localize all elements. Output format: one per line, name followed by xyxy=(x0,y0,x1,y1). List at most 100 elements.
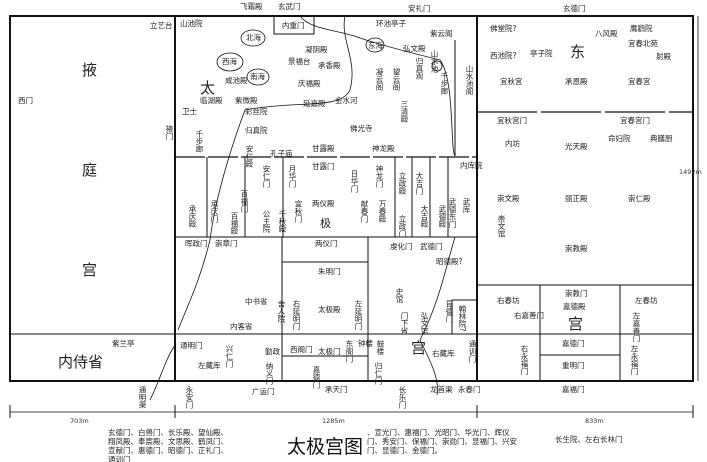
map-label: 临湖殿 xyxy=(200,96,223,105)
map-label: 史馆 xyxy=(395,288,404,303)
map-label: 佛堂院? xyxy=(490,24,517,33)
region-name: 内侍省 xyxy=(58,353,104,371)
map-label: 丽正殿 xyxy=(565,194,588,203)
map-label: 内重门 xyxy=(282,21,305,30)
map-label: 太极门 xyxy=(318,347,341,356)
map-label: 崇教门 xyxy=(565,289,588,298)
map-label: 勤政 xyxy=(265,347,280,356)
footnote-middle: 、宣光门、惠福门、光昭门、华光门、辉仪门、秀安门、保福门、崇勋门、显福门、兴安门… xyxy=(367,428,517,455)
map-label: 三清殿 xyxy=(400,100,409,123)
map-label: 昭德殿? xyxy=(436,257,463,266)
map-label: 西池院? xyxy=(490,51,517,60)
map-label: 宜春北苑 xyxy=(628,39,658,48)
map-label: 东海 xyxy=(368,41,383,50)
map-label: 内客省 xyxy=(230,322,253,331)
map-label: 右春坊 xyxy=(497,296,520,305)
map-label: 献春门 xyxy=(360,200,369,223)
map-label: 宜春宫门 xyxy=(620,116,650,125)
map-label: 南海 xyxy=(250,72,265,81)
map-label: 长乐门 xyxy=(398,386,407,409)
map-label: 安仁殿 xyxy=(245,145,254,168)
map-label: 承香殿 xyxy=(318,61,341,70)
dimension-height: 1492m xyxy=(679,168,702,176)
map-label: 承恩殿 xyxy=(565,77,588,86)
map-label: 万春殿 xyxy=(378,200,387,223)
map-label: 千步廊 xyxy=(440,72,449,95)
map-label: 武德门 xyxy=(420,242,443,251)
map-label: 典膳厨 xyxy=(650,134,673,143)
map-label: 玄德门 xyxy=(563,4,586,13)
map-label: 嘉德殿 xyxy=(563,302,586,311)
map-label: 永春门 xyxy=(458,385,481,394)
map-label: 千步廊 xyxy=(195,130,204,153)
map-label: 崇文殿 xyxy=(497,194,520,203)
map-label: 永安门 xyxy=(185,386,194,409)
map-label: 嘉德门 xyxy=(312,366,321,389)
region-name: 庭 xyxy=(82,161,98,179)
region-name: 太 xyxy=(200,79,216,97)
map-label: 大吉殿 xyxy=(420,205,429,228)
map-label: 命妇院 xyxy=(608,134,631,143)
map-label: 宜春宫 xyxy=(628,77,651,86)
map-label: 翰林院? xyxy=(458,305,467,332)
map-label: 掖门 xyxy=(165,125,174,140)
map-label: 通明门 xyxy=(180,341,203,350)
map-label: 左永福门 xyxy=(630,345,639,375)
map-label: 紫微殿 xyxy=(235,96,258,105)
map-label: 环池亭子 xyxy=(376,19,406,28)
map-label: 重明门 xyxy=(562,361,585,370)
map-label: 凝云阁 xyxy=(375,68,384,91)
region-name: 宫 xyxy=(411,339,427,357)
map-label: 通明渠 xyxy=(138,386,147,409)
map-label: 左藏库 xyxy=(198,361,221,370)
map-label: 两仪殿 xyxy=(312,199,335,208)
map-label: 晖政门 xyxy=(185,239,208,248)
map-label: 内坊 xyxy=(505,139,520,148)
map-label: 门下省 xyxy=(400,312,409,335)
map-label: 钟楼 xyxy=(358,339,373,348)
map-label: 武德东门 xyxy=(448,198,457,228)
map-label: 甘露门 xyxy=(312,162,335,171)
footnote-left: 玄德门、白兽门、长乐殿、望仙殿、翔凤殿、奉宸殿、文思殿、鹤凤门、宣献门、惠德门、… xyxy=(108,428,228,462)
map-label: 崇章门 xyxy=(215,239,238,248)
map-label: 鹰鹞院 xyxy=(630,24,653,33)
map-label: 兴仁门 xyxy=(225,345,234,368)
map-label: 卫士 xyxy=(182,107,197,116)
map-label: 武库 xyxy=(462,198,471,213)
dimension-middle: 1285m xyxy=(322,417,345,425)
map-label: 月华门 xyxy=(288,165,297,188)
map-label: 日华门 xyxy=(350,170,359,193)
map-label: 百福门 xyxy=(240,190,249,213)
map-label: 纳义门 xyxy=(265,362,274,385)
map-label: 承庆殿 xyxy=(188,205,197,228)
footnote-right: 长生院、左右长林门 xyxy=(555,435,623,444)
map-label: 紫兰亭 xyxy=(112,339,135,348)
region-name: 掖 xyxy=(82,61,98,79)
map-label: 安礼门 xyxy=(408,4,431,13)
region-name: 极 xyxy=(320,217,331,230)
outer-wall xyxy=(9,15,694,382)
map-label: 百福殿 xyxy=(230,212,239,235)
map-label: 崇仁殿 xyxy=(628,194,651,203)
map-label: 左春坊 xyxy=(635,296,658,305)
map-label: 景福台 xyxy=(288,57,311,66)
region-name: 宫 xyxy=(568,315,584,333)
map-label: 崇文馆 xyxy=(497,215,506,238)
map-label: 飞霜殿 xyxy=(240,2,263,11)
map-label: 宜秋门 xyxy=(294,200,303,223)
map-label: 光天殿 xyxy=(565,142,588,151)
map-label: 两仪门 xyxy=(315,239,338,248)
map-label: 立政殿 xyxy=(398,172,407,195)
map-label: 右延明门 xyxy=(292,300,301,330)
map-label: 宜秋宫 xyxy=(500,77,523,86)
map-label: 立艺台 xyxy=(150,21,173,30)
dimension-east: 833m xyxy=(585,417,604,425)
map-label: 甘露殿 xyxy=(312,144,335,153)
map-label: 右嘉善门 xyxy=(514,311,544,320)
map-label: 西阁门 xyxy=(290,345,313,354)
map-label: 归真院 xyxy=(245,126,268,135)
map-label: 八风殿 xyxy=(595,29,618,38)
map-label: 彩丝院 xyxy=(245,107,268,116)
